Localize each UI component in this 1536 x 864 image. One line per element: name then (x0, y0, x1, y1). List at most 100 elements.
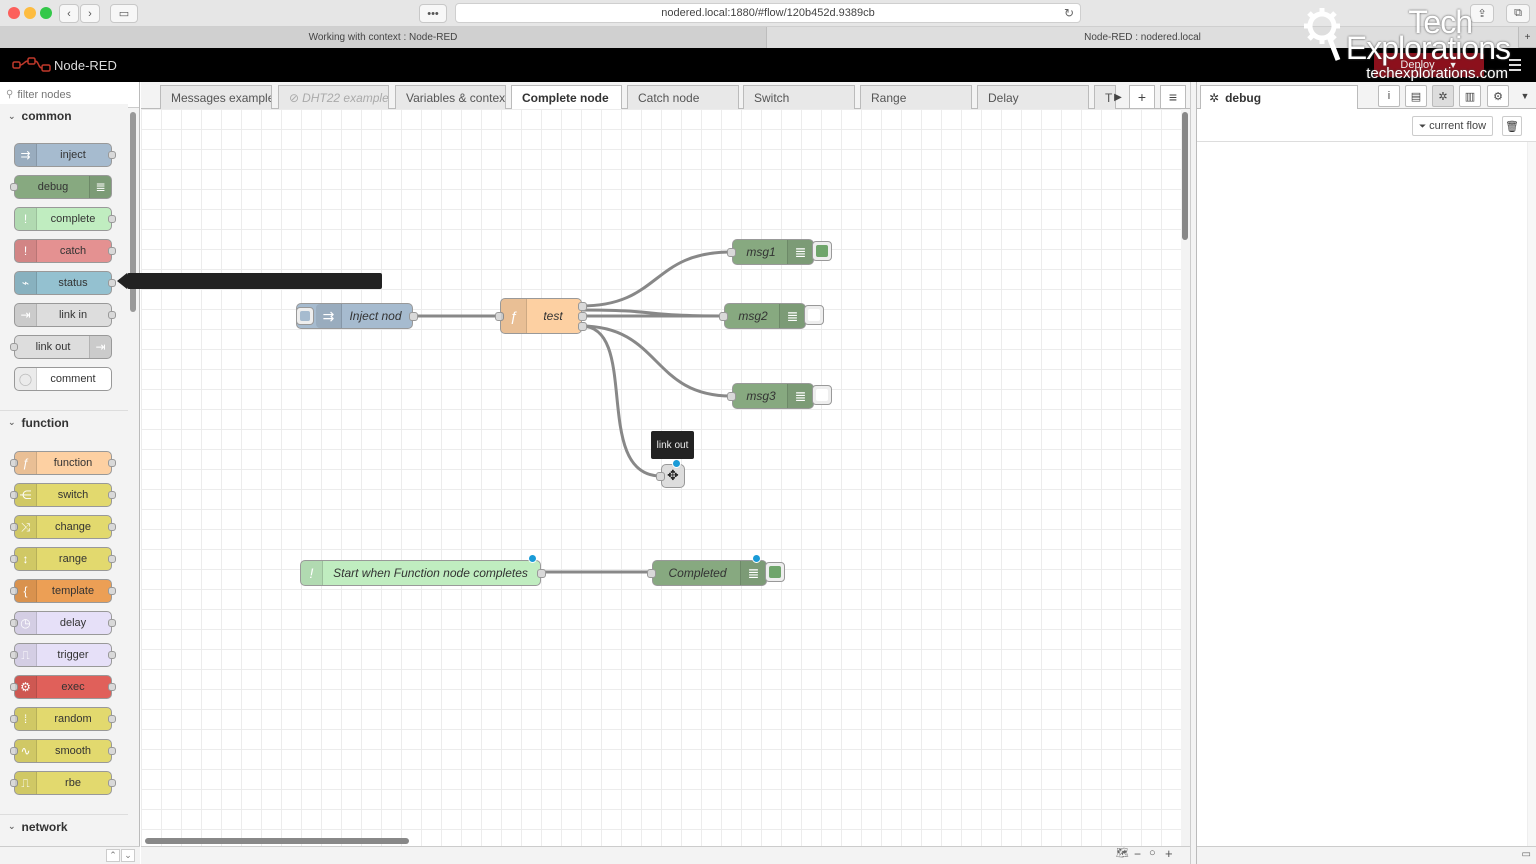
output-port[interactable] (108, 151, 116, 159)
palette-node-smooth[interactable]: ∿smooth (10, 739, 116, 763)
category-function[interactable]: ⌄function (0, 410, 128, 434)
expand-all-icon[interactable]: ⌄ (121, 849, 135, 862)
zoom-reset-icon[interactable]: ○ (1149, 847, 1156, 859)
reload-icon[interactable]: ↻ (1063, 6, 1074, 20)
palette-node-inject[interactable]: ⇉inject (14, 143, 116, 167)
scroll-tabs-right-button[interactable]: ▶ (1111, 85, 1125, 109)
input-port[interactable] (10, 343, 18, 351)
share-button[interactable]: ⇪ (1470, 4, 1494, 23)
palette-node-exec[interactable]: ⚙exec (10, 675, 116, 699)
tab-dht22-example[interactable]: ⊘DHT22 example (278, 85, 389, 109)
palette-node-debug[interactable]: debug≣ (10, 175, 112, 199)
output-port[interactable] (108, 747, 116, 755)
output-port[interactable] (108, 587, 116, 595)
tab-complete-node[interactable]: Complete node (511, 85, 622, 110)
flow-node-debug-msg1[interactable]: msg1 ≣ (727, 239, 814, 265)
input-port[interactable] (10, 779, 18, 787)
output-port[interactable] (108, 683, 116, 691)
back-button[interactable]: ‹ (59, 4, 79, 23)
palette-node-status[interactable]: ⌁status (14, 271, 116, 295)
output-port[interactable] (108, 779, 116, 787)
flow-canvas[interactable]: ⇉ Inject nod ƒ test msg1 ≣ msg2 ≣ msg3 ≣… (141, 109, 1181, 846)
input-port[interactable] (10, 523, 18, 531)
palette-search[interactable]: ⚲ (0, 82, 139, 108)
minimize-window-button[interactable] (24, 7, 36, 19)
input-port[interactable] (10, 651, 18, 659)
info-tab-button[interactable]: i (1378, 85, 1400, 107)
horizontal-scroll-thumb[interactable] (145, 838, 409, 844)
output-port[interactable] (108, 279, 116, 287)
input-port[interactable] (656, 472, 665, 481)
sidebar-tab-debug[interactable]: ✲debug (1200, 85, 1358, 110)
input-port[interactable] (495, 312, 504, 321)
output-port[interactable] (108, 247, 116, 255)
clear-debug-button[interactable]: 🗑 (1502, 116, 1522, 136)
hamburger-menu-icon[interactable] (1500, 55, 1530, 75)
output-port[interactable] (108, 459, 116, 467)
wire[interactable] (580, 324, 732, 398)
inject-trigger-button[interactable] (296, 307, 314, 325)
category-network[interactable]: ⌄network (0, 814, 128, 838)
zoom-window-button[interactable] (40, 7, 52, 19)
output-port[interactable] (108, 651, 116, 659)
output-port[interactable] (108, 555, 116, 563)
input-port[interactable] (10, 555, 18, 563)
sidebar-separator[interactable] (1190, 82, 1196, 864)
palette-node-change[interactable]: ⤨change (10, 515, 116, 539)
input-port[interactable] (10, 715, 18, 723)
zoom-in-icon[interactable]: + (1165, 846, 1173, 861)
input-port[interactable] (10, 183, 18, 191)
tabs-overview-button[interactable]: ⧉ (1506, 4, 1530, 23)
category-common[interactable]: ⌄common (0, 104, 128, 128)
flow-node-debug-msg3[interactable]: msg3 ≣ (727, 383, 814, 409)
map-icon[interactable]: 🗺 (1116, 848, 1129, 859)
close-window-button[interactable] (8, 7, 20, 19)
output-port[interactable] (108, 491, 116, 499)
debug-tab-button[interactable]: ✲ (1432, 85, 1454, 107)
tab-messages-examples[interactable]: Messages examples (160, 85, 272, 109)
flow-node-function[interactable]: ƒ test (495, 298, 587, 334)
filter-current-flow-button[interactable]: ⏷current flow (1412, 116, 1493, 136)
input-port[interactable] (10, 587, 18, 595)
tab-delay[interactable]: Delay (977, 85, 1089, 109)
help-tab-button[interactable]: ▤ (1405, 85, 1427, 107)
output-port[interactable] (537, 569, 546, 578)
new-tab-button[interactable]: + (1519, 27, 1536, 48)
output-port[interactable] (578, 312, 587, 321)
output-port[interactable] (108, 215, 116, 223)
palette-node-template[interactable]: {template (10, 579, 116, 603)
flow-node-debug-msg2[interactable]: msg2 ≣ (719, 303, 806, 329)
input-port[interactable] (10, 459, 18, 467)
palette-node-delay[interactable]: ◷delay (10, 611, 116, 635)
palette-node-random[interactable]: ⁞random (10, 707, 116, 731)
output-port[interactable] (108, 311, 116, 319)
palette-node-switch[interactable]: ⋲switch (10, 483, 116, 507)
tab-switch[interactable]: Switch (743, 85, 855, 109)
sidebar-scrollbar[interactable] (1527, 142, 1536, 846)
canvas-vertical-scrollbar[interactable] (1181, 109, 1190, 846)
tab-range[interactable]: Range (860, 85, 972, 109)
zoom-out-icon[interactable]: − (1134, 847, 1142, 861)
palette-node-rbe[interactable]: ⎍rbe (10, 771, 116, 795)
flow-node-debug-completed[interactable]: Completed ≣ (647, 560, 767, 586)
list-flows-button[interactable]: ≡ (1160, 85, 1186, 109)
output-port[interactable] (108, 715, 116, 723)
palette-node-range[interactable]: ↕range (10, 547, 116, 571)
output-port[interactable] (409, 312, 418, 321)
palette-scrollbar[interactable] (130, 112, 136, 312)
vertical-scroll-thumb[interactable] (1182, 112, 1188, 240)
output-port[interactable] (108, 619, 116, 627)
url-bar[interactable]: nodered.local:1880/#flow/120b452d.9389cb… (455, 3, 1081, 23)
input-port[interactable] (10, 619, 18, 627)
output-port[interactable] (578, 302, 587, 311)
sidebar-menu-button[interactable]: ▼ (1514, 85, 1536, 107)
add-flow-button[interactable]: + (1129, 85, 1155, 109)
debug-toggle-button[interactable] (804, 305, 824, 325)
palette-node-trigger[interactable]: ⎍trigger (10, 643, 116, 667)
deploy-button[interactable]: Deploy▼ (1374, 53, 1484, 77)
more-button[interactable]: ••• (419, 4, 447, 23)
flow-node-complete[interactable]: ! Start when Function node completes (300, 560, 546, 586)
palette-node-link-in[interactable]: ⇥link in (14, 303, 116, 327)
filter-nodes-input[interactable] (17, 88, 128, 101)
